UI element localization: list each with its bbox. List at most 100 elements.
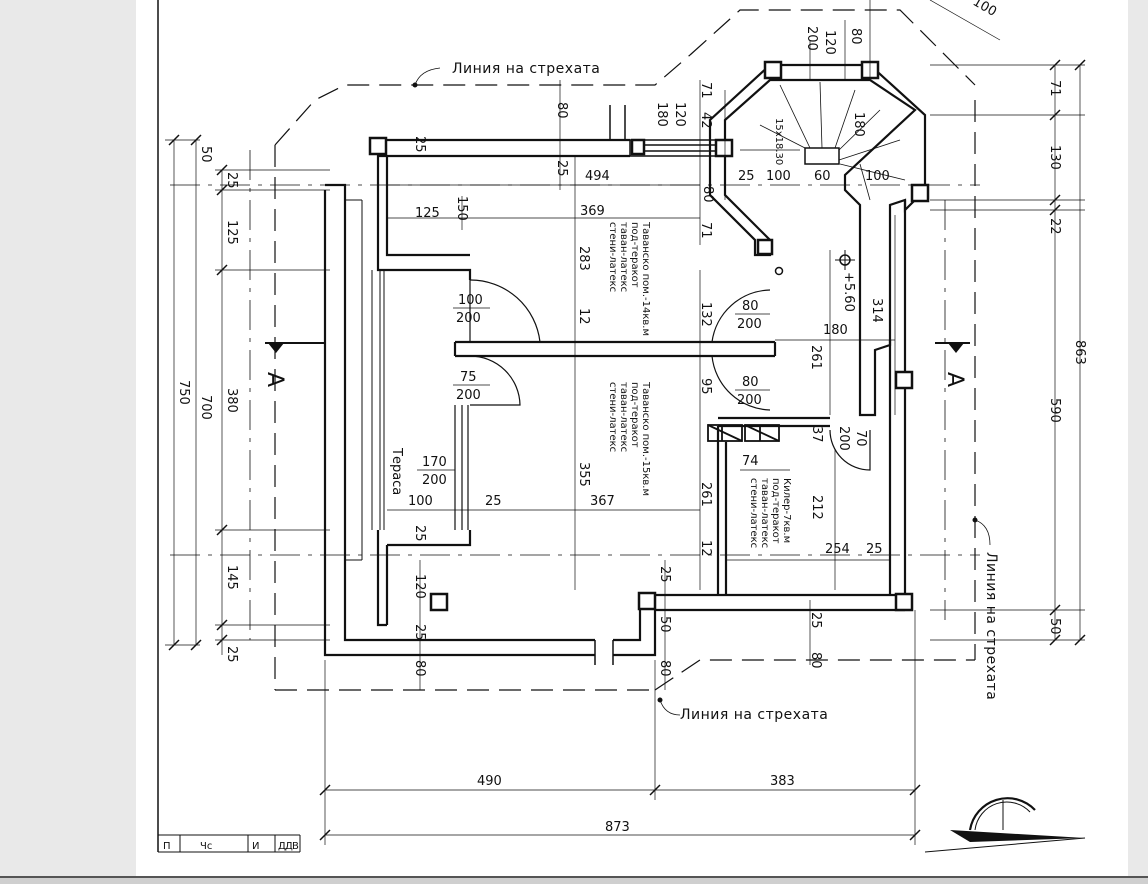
eaves-label-right: Линия на стрехата [983, 552, 999, 700]
opening-d3-height: 200 [836, 426, 851, 451]
opening-d2-width: 80 [742, 375, 759, 390]
dim-left-25b: 25 [224, 646, 239, 663]
dim-25h: 25 [808, 612, 823, 629]
dim-top-100: 100 [970, 0, 999, 20]
viewer-bottom-bar [0, 876, 1148, 884]
dim-355: 355 [576, 462, 591, 487]
dim-top-80: 80 [848, 28, 863, 45]
dim-12b: 12 [698, 540, 713, 557]
room-attic-2-name: Таванско пом.-15кв.м [640, 381, 651, 496]
stairs-label: 15x18.30 [773, 118, 784, 165]
stair-dim-60: 60 [814, 169, 831, 184]
title-block-chs: Чс [200, 841, 212, 852]
dim-right-590: 590 [1047, 398, 1062, 423]
dim-right-863: 863 [1072, 340, 1087, 365]
dim-80a: 80 [554, 102, 569, 119]
dim-314: 314 [869, 298, 884, 323]
dim-bottom-383: 383 [770, 774, 795, 789]
dim-25e: 25 [412, 624, 427, 641]
dim-74: 74 [742, 454, 759, 469]
dim-71a: 71 [698, 82, 713, 99]
room-attic-1-walls: стени-латекс [607, 222, 618, 292]
dim-261a: 261 [808, 345, 823, 370]
dim-120: 120 [412, 574, 427, 599]
title-block-d2: Д [285, 841, 293, 852]
dim-bottom-490: 490 [477, 774, 502, 789]
title-block-i: И [252, 841, 259, 852]
room-attic-2-walls: стени-латекс [607, 382, 618, 452]
stair-dim-100a: 100 [766, 169, 791, 184]
section-mark-right: А [942, 372, 967, 387]
opening-w2-height: 200 [456, 388, 481, 403]
room-attic-2-ceiling: таван-латекс [618, 382, 629, 452]
eaves-label-top: Линия на стрехата [452, 61, 600, 77]
stair-dim-100b: 100 [865, 169, 890, 184]
dim-left-25a: 25 [224, 172, 239, 189]
dim-25f: 25 [554, 160, 569, 177]
dim-left-145: 145 [224, 565, 239, 590]
opening-w1-height: 200 [456, 311, 481, 326]
dim-120b: 120 [672, 102, 687, 127]
dim-212: 212 [809, 495, 824, 520]
dim-right-22: 22 [1047, 218, 1062, 235]
dim-180: 180 [823, 323, 848, 338]
opening-d3-width: 70 [853, 430, 868, 447]
dim-left-700: 700 [198, 395, 213, 420]
dim-left-380: 380 [224, 388, 239, 413]
room-attic-1-floor: под-теракот [629, 222, 640, 288]
dim-95: 95 [698, 378, 713, 395]
elevation-label: +5.60 [841, 272, 856, 312]
dim-180b: 180 [654, 102, 669, 127]
opening-w3-height: 200 [422, 473, 447, 488]
dim-261b: 261 [698, 482, 713, 507]
dim-367: 367 [590, 494, 615, 509]
dim-369: 369 [580, 204, 605, 219]
dim-80c: 80 [412, 660, 427, 677]
dim-71b: 71 [698, 222, 713, 239]
dim-25c: 25 [412, 136, 427, 153]
title-block-v: В [292, 841, 299, 852]
dim-25g: 25 [657, 566, 672, 583]
dim-180c: 180 [851, 112, 866, 137]
dim-254: 254 [825, 542, 850, 557]
drawing-sheet: Линия на стрехата Линия на стрехата Лини… [136, 0, 1128, 876]
dim-25d: 25 [412, 525, 427, 542]
dim-80d: 80 [657, 660, 672, 677]
room-attic-1-ceiling: таван-латекс [618, 222, 629, 292]
dim-right-50: 50 [1047, 618, 1062, 635]
opening-w3-width: 170 [422, 455, 447, 470]
room-attic-1-name: Таванско пом.-14кв.м [640, 221, 651, 336]
title-block-d: Д [278, 841, 286, 852]
opening-w2-width: 75 [460, 370, 477, 385]
dim-150: 150 [454, 196, 469, 221]
opening-d2-height: 200 [737, 393, 762, 408]
dim-283: 283 [576, 246, 591, 271]
dim-left-125: 125 [224, 220, 239, 245]
room-attic-2-floor: под-теракот [629, 382, 640, 448]
section-mark-left: А [262, 372, 287, 387]
dim-494: 494 [585, 169, 610, 184]
dim-right-71: 71 [1047, 80, 1062, 97]
room-pantry-ceiling: таван-латекс [759, 478, 770, 548]
dim-37: 37 [809, 426, 824, 443]
opening-w1-width: 100 [458, 293, 483, 308]
dim-25a: 25 [485, 494, 502, 509]
dim-25b: 25 [866, 542, 883, 557]
dim-top-200: 200 [804, 26, 819, 51]
stair-dim-25: 25 [738, 169, 755, 184]
dim-80b: 80 [700, 186, 715, 203]
dim-125: 125 [415, 206, 440, 221]
dim-bottom-873: 873 [605, 820, 630, 835]
terrace-label: Тераса [389, 447, 404, 495]
room-pantry-name: Килер-7кв.м [781, 478, 792, 543]
room-pantry-floor: под-теракот [770, 478, 781, 544]
dim-left-50: 50 [198, 146, 213, 163]
room-pantry-walls: стени-латекс [748, 478, 759, 548]
dim-132: 132 [698, 302, 713, 327]
dim-12a: 12 [576, 308, 591, 325]
dim-80e: 80 [808, 652, 823, 669]
opening-d1-width: 80 [742, 299, 759, 314]
title-block-p: П [163, 841, 171, 852]
dim-50a: 50 [657, 616, 672, 633]
